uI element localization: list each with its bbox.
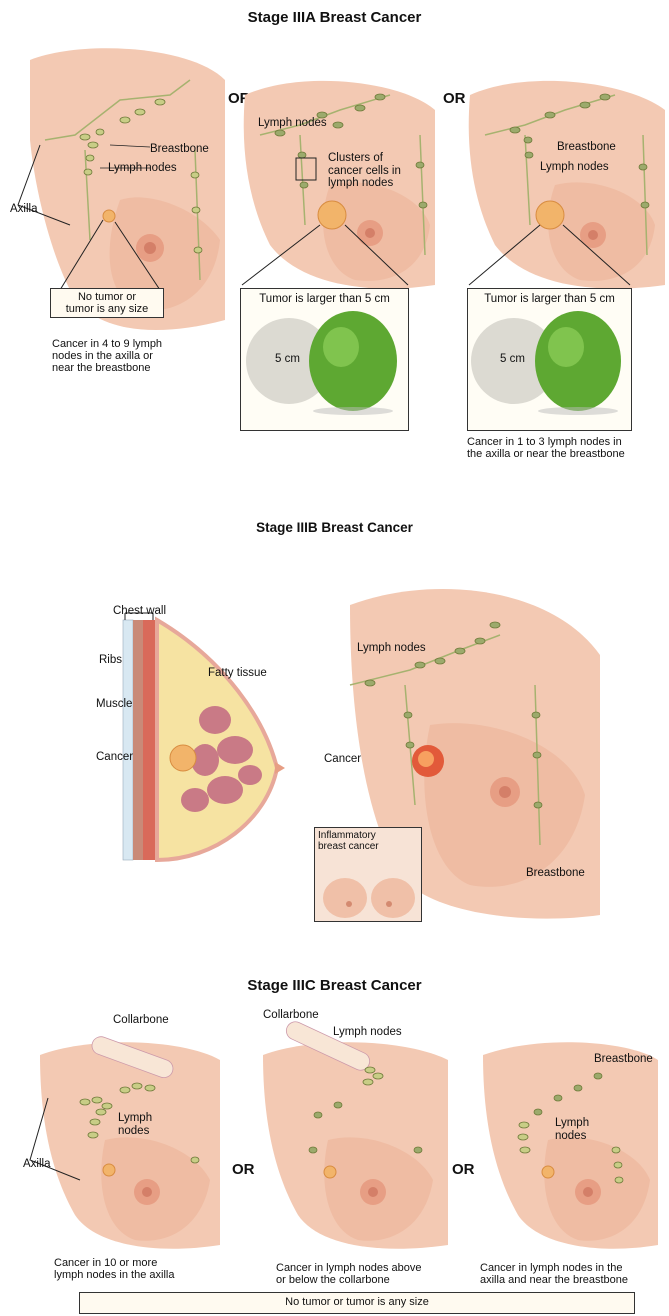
- label-lymph-nodes: Lymph nodes: [357, 642, 426, 655]
- label-clusters: Clusters of cancer cells in lymph nodes: [328, 152, 401, 190]
- side-view-illustration: [95, 610, 290, 870]
- label-collarbone: Collarbone: [263, 1009, 319, 1022]
- caption-line: Cancer in 10 or more: [54, 1257, 174, 1269]
- breast-illustration: [478, 1040, 663, 1250]
- circle-label: 5 cm: [275, 353, 300, 366]
- inflammatory-inset: Inflammatory breast cancer: [314, 827, 422, 922]
- label-cancer: Cancer: [96, 751, 133, 764]
- clusters-line: lymph nodes: [328, 177, 401, 190]
- label-lymph-nodes: Lymph nodes: [333, 1026, 402, 1039]
- breast-illustration: [455, 75, 669, 290]
- label-fatty-tissue: Fatty tissue: [208, 667, 267, 680]
- caption-line: axilla and near the breastbone: [480, 1274, 628, 1286]
- breast-illustration: [258, 1040, 448, 1250]
- stage-3a-panel-3: [455, 75, 669, 290]
- tumor-comparison-box: Tumor is larger than 5 cm 5 cm: [240, 288, 409, 431]
- lymph-line: Lymph: [118, 1112, 152, 1125]
- label-axilla: Axilla: [23, 1158, 50, 1171]
- lymph-line: nodes: [118, 1125, 152, 1138]
- circle-label: 5 cm: [500, 353, 525, 366]
- size-comparison: [241, 309, 408, 429]
- label-cancer: Cancer: [324, 753, 361, 766]
- label-lymph-nodes: Lymph nodes: [555, 1117, 589, 1142]
- box-line-1: No tumor or: [51, 291, 163, 303]
- stage-3c-panel-2: [258, 1040, 448, 1250]
- label-lymph-nodes: Lymph nodes: [540, 161, 609, 174]
- label-chest-wall: Chest wall: [113, 605, 166, 618]
- stage-3b-title: Stage IIIB Breast Cancer: [0, 520, 669, 535]
- or-label: OR: [232, 1161, 255, 1178]
- stage-3a-panel-1: [0, 40, 230, 330]
- stage-3a-title: Stage IIIA Breast Cancer: [0, 9, 669, 26]
- inset-label: Inflammatory breast cancer: [318, 830, 379, 852]
- caption-line: Cancer in lymph nodes above: [276, 1262, 422, 1274]
- label-breastbone: Breastbone: [557, 141, 616, 154]
- caption-line: Cancer in 4 to 9 lymph: [52, 338, 162, 350]
- label-lymph-nodes: Lymph nodes: [258, 117, 327, 130]
- bottom-tumor-box: No tumor or tumor is any size: [79, 1292, 635, 1314]
- stage-3c-panel-1: [35, 1040, 220, 1250]
- inset-line: breast cancer: [318, 841, 379, 852]
- clusters-line: Clusters of: [328, 152, 401, 165]
- stage-3c-caption-3: Cancer in lymph nodes in the axilla and …: [480, 1262, 628, 1286]
- breast-cross-section: [95, 610, 290, 870]
- tumor-size-box: No tumor or tumor is any size: [50, 288, 164, 318]
- size-comparison: [468, 309, 631, 429]
- caption-line: Cancer in 1 to 3 lymph nodes in: [467, 436, 625, 448]
- caption-line: near the breastbone: [52, 362, 162, 374]
- bottom-box-label: No tumor or tumor is any size: [80, 1296, 634, 1308]
- tumor-comparison-box: Tumor is larger than 5 cm 5 cm: [467, 288, 632, 431]
- box-title: Tumor is larger than 5 cm: [241, 293, 408, 306]
- stage-3c-panel-3: [478, 1040, 663, 1250]
- or-label: OR: [452, 1161, 475, 1178]
- label-axilla: Axilla: [10, 203, 37, 216]
- clusters-line: cancer cells in: [328, 165, 401, 178]
- stage-3a-caption-1: Cancer in 4 to 9 lymph nodes in the axil…: [52, 338, 162, 374]
- label-breastbone: Breastbone: [150, 143, 209, 156]
- lymph-line: Lymph: [555, 1117, 589, 1130]
- breast-illustration: [35, 1040, 220, 1250]
- label-lymph-nodes: Lymph nodes: [118, 1112, 152, 1137]
- stage-3c-caption-2: Cancer in lymph nodes above or below the…: [276, 1262, 422, 1286]
- label-collarbone: Collarbone: [113, 1014, 169, 1027]
- box-line-2: tumor is any size: [51, 303, 163, 315]
- stage-3a-caption-3: Cancer in 1 to 3 lymph nodes in the axil…: [467, 436, 625, 460]
- caption-line: the axilla or near the breastbone: [467, 448, 625, 460]
- label-breastbone: Breastbone: [594, 1053, 653, 1066]
- stage-3c-caption-1: Cancer in 10 or more lymph nodes in the …: [54, 1257, 174, 1281]
- label-lymph-nodes: Lymph nodes: [108, 162, 177, 175]
- breast-illustration: [0, 40, 230, 330]
- stage-3c-title: Stage IIIC Breast Cancer: [0, 977, 669, 994]
- lymph-line: nodes: [555, 1130, 589, 1143]
- caption-line: or below the collarbone: [276, 1274, 422, 1286]
- caption-line: nodes in the axilla or: [52, 350, 162, 362]
- caption-line: lymph nodes in the axilla: [54, 1269, 174, 1281]
- label-ribs: Ribs: [99, 654, 122, 667]
- caption-line: Cancer in lymph nodes in the: [480, 1262, 628, 1274]
- label-muscle: Muscle: [96, 698, 132, 711]
- label-breastbone: Breastbone: [526, 867, 585, 880]
- box-title: Tumor is larger than 5 cm: [468, 293, 631, 306]
- inset-line: Inflammatory: [318, 830, 379, 841]
